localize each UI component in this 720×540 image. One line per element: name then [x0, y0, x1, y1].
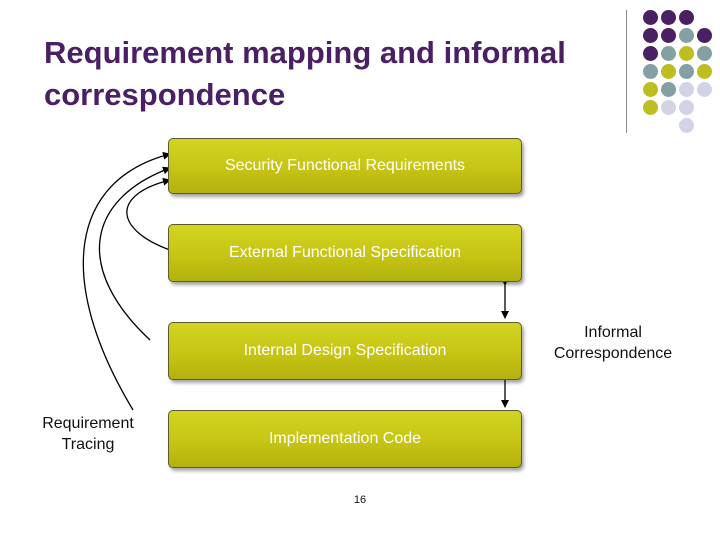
slide-title-line-2: correspondence — [44, 77, 286, 112]
trace-arrow-code-to-sfr — [82, 151, 171, 411]
dot — [679, 64, 694, 79]
box-internal-design-specification: Internal Design Specification — [168, 322, 522, 380]
slide-title-line-1: Requirement mapping and informal — [44, 35, 566, 70]
dot — [679, 28, 694, 43]
dot — [643, 82, 658, 97]
dot — [661, 10, 676, 25]
dot — [679, 46, 694, 61]
dot — [643, 64, 658, 79]
box-label: Implementation Code — [268, 430, 422, 447]
requirement-tracing-label: Requirement Tracing — [42, 415, 134, 453]
dot — [661, 28, 676, 43]
dot — [643, 46, 658, 61]
dot — [643, 28, 658, 43]
dot — [697, 46, 712, 61]
dot — [697, 28, 712, 43]
dot — [679, 118, 694, 133]
dot — [661, 64, 676, 79]
dot — [697, 64, 712, 79]
dot — [643, 10, 658, 25]
informal-correspondence-label: Informal Correspondence — [553, 324, 673, 362]
box-label: External Functional Specification — [228, 244, 462, 261]
divider-line — [626, 10, 627, 133]
dot — [661, 82, 676, 97]
box-security-functional-requirements: Security Functional Requirements — [168, 138, 522, 194]
dot — [679, 10, 694, 25]
dot — [643, 100, 658, 115]
trace-arrow-efs-to-sfr — [126, 177, 171, 251]
dot — [661, 100, 676, 115]
slide-title: Requirement mapping and informal corresp… — [44, 32, 566, 116]
box-implementation-code: Implementation Code — [168, 410, 522, 468]
page-number: 16 — [353, 494, 367, 506]
dot — [661, 46, 676, 61]
dot — [679, 82, 694, 97]
dot — [679, 100, 694, 115]
box-label: Internal Design Specification — [243, 342, 447, 359]
trace-arrow-ids-to-sfr — [98, 166, 171, 341]
dot — [697, 82, 712, 97]
box-label: Security Functional Requirements — [224, 157, 466, 174]
box-external-functional-specification: External Functional Specification — [168, 224, 522, 282]
